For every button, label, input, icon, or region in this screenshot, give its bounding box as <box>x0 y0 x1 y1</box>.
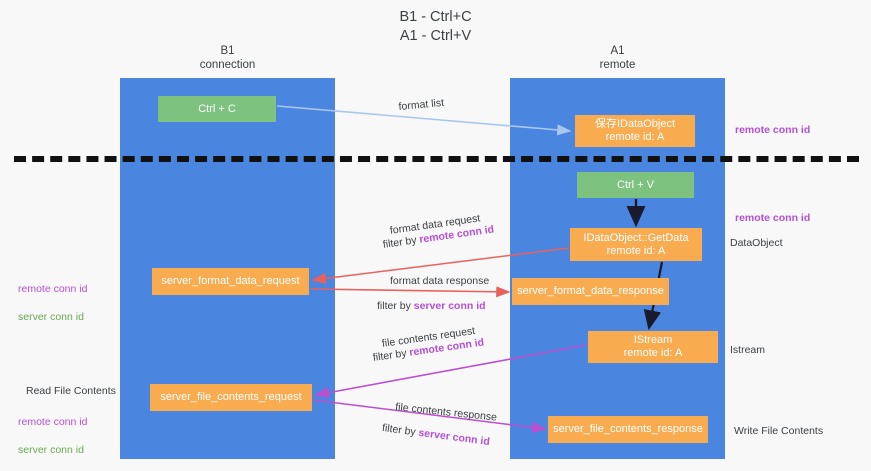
node-ctrl-v[interactable]: Ctrl + V <box>577 172 694 198</box>
column-header-a1: A1 remote <box>599 45 636 71</box>
diagram-title: B1 - Ctrl+C A1 - Ctrl+V <box>399 9 472 44</box>
filter-by-text: filter by <box>372 346 411 364</box>
edge-label-format-data-response-filter: filter by server conn id <box>377 299 486 314</box>
filter-by-text: filter by <box>382 233 421 251</box>
node-server-format-data-request[interactable]: server_format_data_request <box>152 268 309 295</box>
server-conn-id-highlight: server conn id <box>413 300 486 312</box>
side-label-remote-conn-id-left-lower: remote conn id <box>18 416 88 428</box>
filter-by-text: filter by <box>377 300 414 312</box>
edge-label-file-contents-response: file contents response <box>394 400 498 424</box>
side-label-write-file-contents: Write File Contents <box>734 425 824 437</box>
column-header-b1: B1 connection <box>199 45 256 71</box>
node-idataobject-getdata[interactable]: IDataObject::GetData remote id: A <box>570 228 702 261</box>
side-label-remote-conn-id-top: remote conn id <box>735 124 811 136</box>
side-label-remote-conn-id-left-upper: remote conn id <box>18 283 88 295</box>
node-istream[interactable]: IStream remote id: A <box>588 331 718 363</box>
filter-by-text: filter by <box>381 421 420 439</box>
edge-label-format-list: format list <box>398 96 445 113</box>
side-label-conn-ids-lower: remote conn id server conn id <box>18 401 87 471</box>
side-label-server-conn-id-left-upper: server conn id <box>18 311 84 323</box>
edge-label-file-contents-response-filter: filter by server conn id <box>381 421 491 450</box>
side-label-remote-conn-id-mid: remote conn id <box>735 212 811 224</box>
node-save-idataobject[interactable]: 保存IDataObject remote id: A <box>575 115 695 147</box>
side-label-dataobject: DataObject <box>730 237 783 249</box>
side-label-istream: Istream <box>730 344 766 356</box>
node-server-format-data-response[interactable]: server_format_data_response <box>512 278 669 305</box>
server-conn-id-highlight: server conn id <box>417 426 491 449</box>
edge-label-format-data-response: format data response <box>390 275 490 287</box>
node-server-file-contents-response[interactable]: server_file_contents_response <box>548 416 708 443</box>
side-label-read-file-contents: Read File Contents <box>26 385 116 397</box>
side-label-server-conn-id-left-lower: server conn id <box>18 444 84 456</box>
phase-divider <box>14 156 859 162</box>
node-ctrl-c[interactable]: Ctrl + C <box>158 96 276 122</box>
side-label-conn-ids-upper: remote conn id server conn id <box>18 268 87 338</box>
node-server-file-contents-request[interactable]: server_file_contents_request <box>150 384 312 411</box>
